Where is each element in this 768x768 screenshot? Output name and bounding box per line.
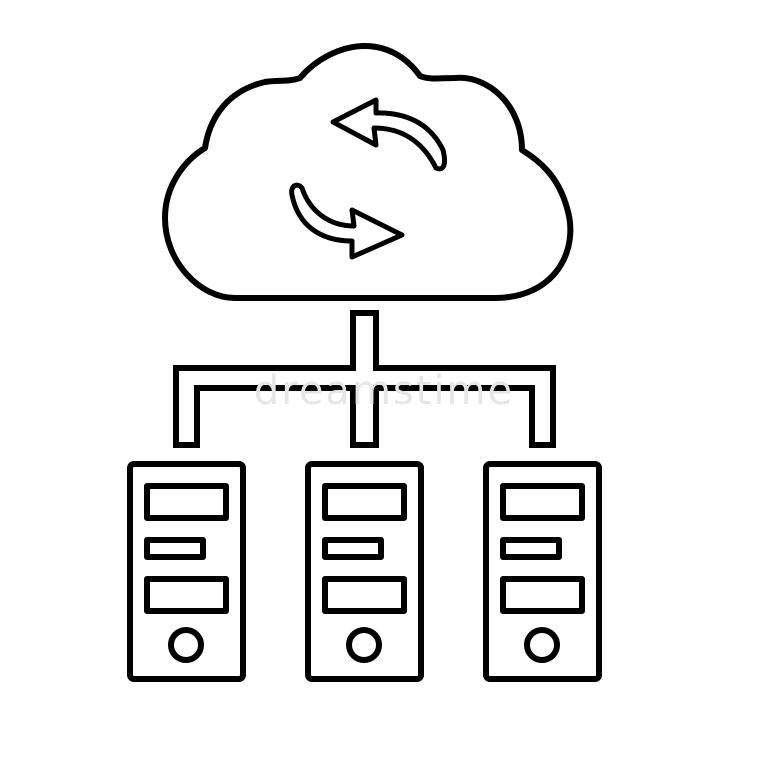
server-power-button	[168, 627, 204, 663]
sync-arrow-bottom	[289, 182, 405, 260]
server-slot	[322, 537, 384, 560]
server-drive-bay	[144, 483, 229, 521]
network-connector-icon	[173, 310, 556, 448]
server-case	[305, 461, 424, 682]
server-tower-icon	[305, 461, 424, 682]
server-case	[127, 461, 246, 682]
server-slot	[144, 537, 206, 560]
sync-arrows-icon	[289, 97, 447, 260]
server-drive-bay	[144, 576, 229, 614]
server-drive-bay	[500, 483, 585, 521]
sync-arrow-top	[330, 97, 447, 172]
server-drive-bay	[322, 483, 407, 521]
server-power-button	[346, 627, 382, 663]
server-power-button	[524, 627, 560, 663]
server-tower-icon	[127, 461, 246, 682]
server-tower-icon	[483, 461, 602, 682]
server-drive-bay	[500, 576, 585, 614]
server-case	[483, 461, 602, 682]
server-drive-bay	[322, 576, 407, 614]
cloud-icon	[162, 43, 574, 301]
server-slot	[500, 537, 562, 560]
